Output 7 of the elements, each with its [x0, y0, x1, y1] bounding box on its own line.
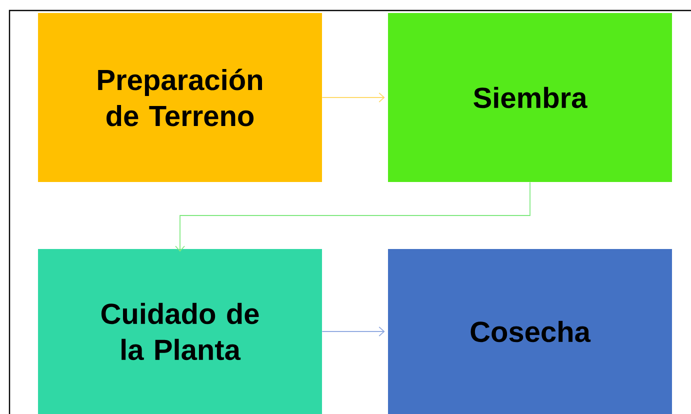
arrow [175, 182, 530, 252]
process-box: Preparación de Terreno [38, 13, 322, 182]
process-box: Siembra [388, 13, 672, 182]
process-box: Cosecha [388, 249, 672, 414]
arrow [322, 326, 385, 336]
arrow [322, 92, 385, 102]
process-box: Cuidado de la Planta [38, 249, 322, 414]
